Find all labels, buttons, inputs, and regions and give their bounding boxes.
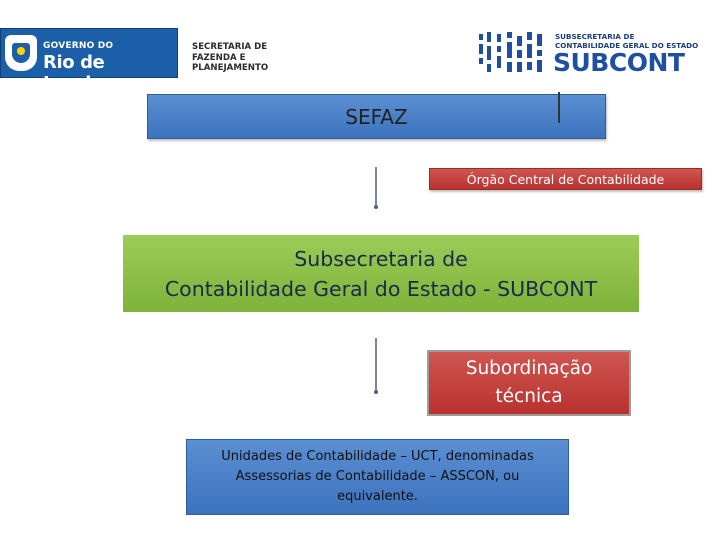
sefaz-logo-line: FAZENDA E (192, 52, 246, 63)
connector-end-dot (374, 205, 378, 209)
subcont-logo-small-text: SUBSECRETARIA DE CONTABILIDADE GERAL DO … (555, 32, 699, 50)
orgao-central-label: Órgão Central de Contabilidade (466, 171, 665, 187)
connector-end-dot (374, 390, 378, 394)
subcont-box-line: Subsecretaria de (294, 246, 468, 271)
subordinacao-tecnica-box: Subordinação técnica (427, 350, 631, 416)
ucts-line: equivalente. (337, 489, 418, 504)
sefaz-logo-line: PLANEJAMENTO (192, 63, 269, 73)
unidades-contabilidade-box: Unidades de Contabilidade – UCT, denomin… (186, 439, 569, 515)
sefaz-logo-line: SECRETARIA DE (192, 42, 268, 52)
ucts-line: Unidades de Contabilidade – UCT, denomin… (221, 449, 534, 464)
subcont-logo-big-text: SUBCONT (553, 48, 685, 77)
subcont-dots-icon (479, 32, 542, 72)
rj-logo-top-text: GOVERNO DO (43, 41, 114, 51)
subcont-logo: SUBSECRETARIA DE CONTABILIDADE GERAL DO … (475, 30, 720, 78)
sefaz-label: SEFAZ (345, 104, 408, 129)
orgao-central-box: Órgão Central de Contabilidade (429, 168, 702, 190)
subordinacao-line: técnica (495, 386, 563, 407)
sefaz-box: SEFAZ (147, 94, 606, 139)
ucts-line: Assessorias de Contabilidade – ASSCON, o… (235, 469, 520, 484)
secretaria-fazenda-logo: SECRETARIA DE FAZENDA E PLANEJAMENTO (192, 42, 276, 74)
rj-logo-main-text: Rio de Janeiro (43, 52, 112, 94)
sefaz-vertical-mark (558, 92, 560, 123)
governo-rio-de-janeiro-logo: GOVERNO DO Rio de Janeiro (0, 28, 178, 94)
subordinacao-line: Subordinação (465, 358, 593, 379)
subcont-logo-line: CONTABILIDADE GERAL DO ESTADO (555, 40, 699, 50)
subcont-box: Subsecretaria de Contabilidade Geral do … (123, 235, 639, 312)
subcont-box-line: Contabilidade Geral do Estado - SUBCONT (164, 276, 598, 301)
rio-coat-of-arms-icon (5, 35, 37, 71)
subcont-logo-line: SUBSECRETARIA DE (555, 32, 635, 41)
